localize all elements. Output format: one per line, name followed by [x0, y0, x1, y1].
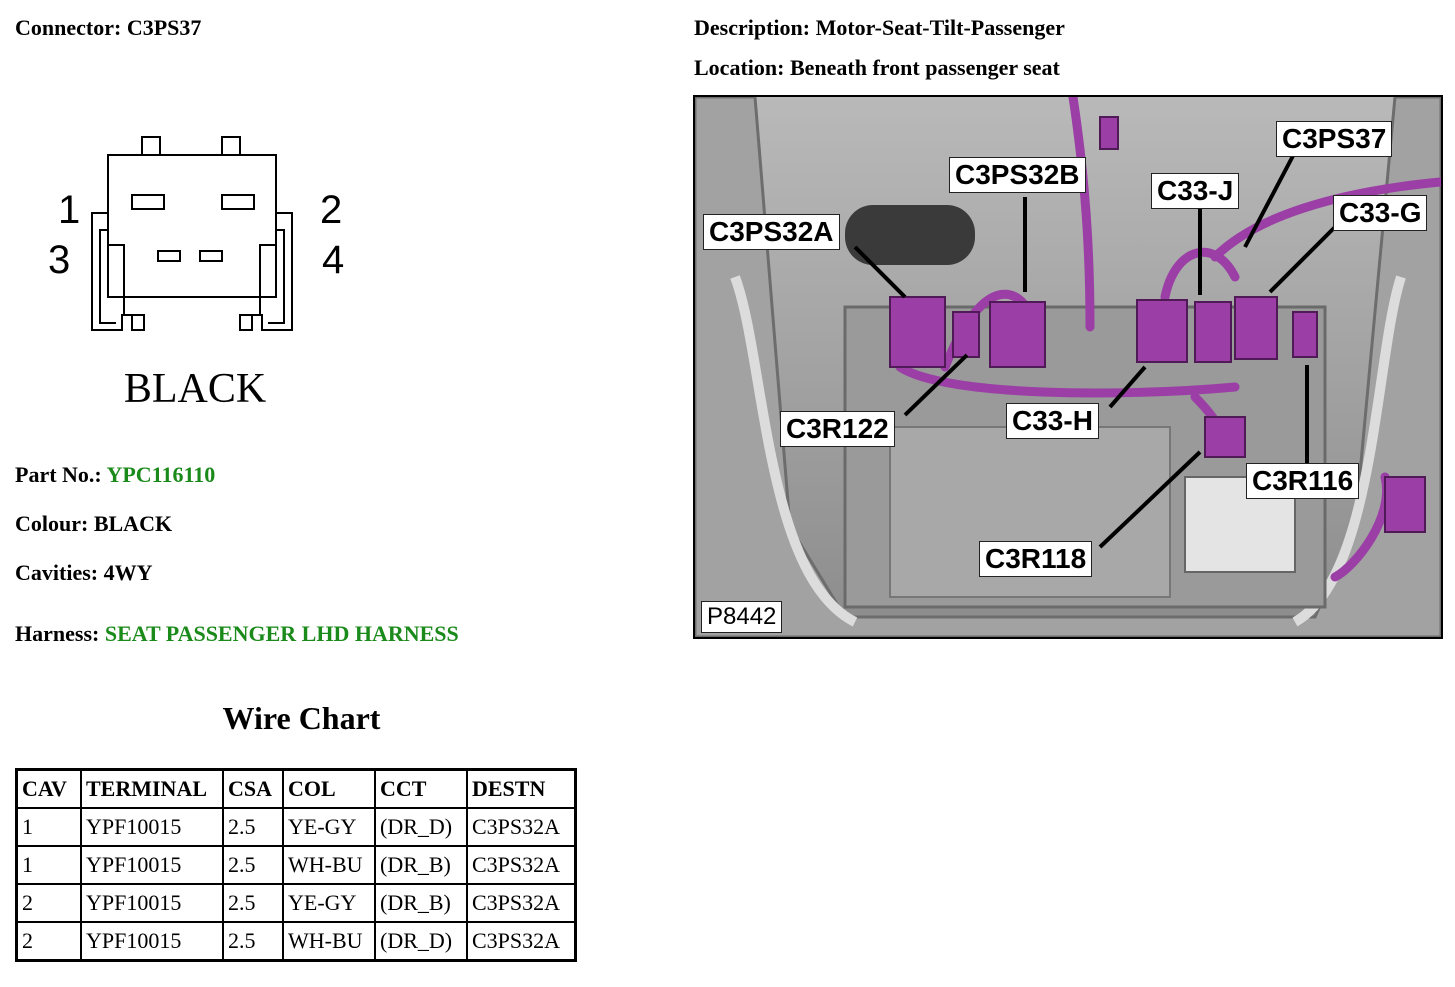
cell-destn: C3PS32A — [466, 845, 577, 885]
header-csa: CSA — [222, 768, 284, 809]
pin-label-1: 1 — [58, 188, 80, 232]
pin-label-3: 3 — [48, 238, 70, 282]
cavities-label: Cavities: — [15, 560, 99, 585]
description-label: Description: — [694, 15, 811, 40]
side-rail-right — [239, 212, 293, 331]
cell-cav: 1 — [15, 845, 82, 885]
colour-value: BLACK — [93, 511, 173, 536]
connector-face-diagram: 1 2 3 4 BLACK — [48, 136, 344, 412]
connector-label: Connector: — [15, 15, 122, 40]
connector-c33h-shape — [1136, 299, 1188, 363]
table-row: 1 YPF10015 2.5 YE-GY (DR_D) C3PS32A — [15, 807, 577, 847]
connector-c33j-shape — [1194, 301, 1232, 363]
connector-field: Connector: C3PS37 — [15, 15, 201, 41]
connector-c3r122-shape — [952, 311, 980, 358]
callout-c3ps32b: C3PS32B — [949, 157, 1086, 193]
photo-id-label: P8442 — [701, 601, 783, 633]
pin-label-4: 4 — [322, 238, 344, 282]
cell-col: YE-GY — [282, 807, 376, 847]
connector-c3r118-shape — [1204, 416, 1246, 458]
table-row: 1 YPF10015 2.5 WH-BU (DR_B) C3PS32A — [15, 845, 577, 885]
part-no-label: Part No.: — [15, 462, 102, 487]
cell-terminal: YPF10015 — [80, 845, 224, 885]
callout-c3ps37: C3PS37 — [1276, 121, 1393, 157]
cell-cct: (DR_B) — [374, 883, 468, 923]
cell-col: YE-GY — [282, 883, 376, 923]
description-value: Motor-Seat-Tilt-Passenger — [815, 15, 1065, 40]
connector-value: C3PS37 — [126, 15, 202, 40]
latch-tab-right — [221, 136, 241, 155]
cell-terminal: YPF10015 — [80, 807, 224, 847]
header-cav: CAV — [15, 768, 82, 809]
cell-cct: (DR_D) — [374, 921, 468, 962]
diagram-color-label: BLACK — [124, 366, 266, 412]
connector-c3ps37-shape — [1234, 296, 1278, 360]
wire-chart-table: CAV TERMINAL CSA COL CCT DESTN 1 YPF1001… — [15, 768, 577, 962]
cell-csa: 2.5 — [222, 921, 284, 962]
callout-c33-j: C33-J — [1151, 173, 1240, 209]
callout-c3r116: C3R116 — [1246, 463, 1360, 499]
table-row: 2 YPF10015 2.5 WH-BU (DR_D) C3PS32A — [15, 921, 577, 962]
cell-terminal: YPF10015 — [80, 921, 224, 962]
cell-csa: 2.5 — [222, 883, 284, 923]
cell-cct: (DR_B) — [374, 845, 468, 885]
terminal-slot-4 — [199, 250, 223, 262]
callout-c33-g: C33-G — [1333, 195, 1428, 231]
terminal-slot-3 — [157, 250, 181, 262]
cell-cav: 1 — [15, 807, 82, 847]
header-destn: DESTN — [466, 768, 577, 809]
cell-cct: (DR_D) — [374, 807, 468, 847]
side-rail-left — [91, 212, 145, 331]
terminal-slot-1 — [131, 194, 165, 210]
header-cct: CCT — [374, 768, 468, 809]
harness-field: Harness: SEAT PASSENGER LHD HARNESS — [15, 621, 459, 647]
connector-body — [107, 154, 277, 298]
cavities-field: Cavities: 4WY — [15, 560, 152, 586]
header-terminal: TERMINAL — [80, 768, 224, 809]
location-label: Location: — [694, 55, 785, 80]
location-field: Location: Beneath front passenger seat — [694, 55, 1060, 81]
location-photo: C3PS37 C3PS32B C33-J C3PS32A C33-G C3R12… — [693, 95, 1443, 639]
table-row: 2 YPF10015 2.5 YE-GY (DR_B) C3PS32A — [15, 883, 577, 923]
location-value: Beneath front passenger seat — [789, 55, 1060, 80]
part-no-field: Part No.: YPC116110 — [15, 462, 215, 488]
cell-col: WH-BU — [282, 845, 376, 885]
part-no-value[interactable]: YPC116110 — [106, 462, 216, 487]
cell-destn: C3PS32A — [466, 883, 577, 923]
wire-chart-title: Wire Chart — [222, 700, 381, 736]
wire-chart-header-row: CAV TERMINAL CSA COL CCT DESTN — [15, 768, 577, 809]
cell-col: WH-BU — [282, 921, 376, 962]
description-field: Description: Motor-Seat-Tilt-Passenger — [694, 15, 1065, 41]
harness-value[interactable]: SEAT PASSENGER LHD HARNESS — [104, 621, 459, 646]
cell-terminal: YPF10015 — [80, 883, 224, 923]
colour-label: Colour: — [15, 511, 89, 536]
terminal-slot-2 — [221, 194, 255, 210]
connector-c3ps32a-shape — [889, 296, 946, 368]
cell-destn: C3PS32A — [466, 807, 577, 847]
callout-c3ps32a: C3PS32A — [703, 214, 840, 250]
connector-c3ps32b-shape — [989, 301, 1046, 368]
cell-csa: 2.5 — [222, 807, 284, 847]
cell-destn: C3PS32A — [466, 921, 577, 962]
cell-cav: 2 — [15, 883, 82, 923]
callout-c3r118: C3R118 — [979, 541, 1093, 577]
harness-label: Harness: — [15, 621, 100, 646]
connector-c3r116-shape — [1292, 311, 1318, 358]
cavities-value: 4WY — [103, 560, 153, 585]
cell-csa: 2.5 — [222, 845, 284, 885]
callout-c33-h: C33-H — [1006, 403, 1099, 439]
header-col: COL — [282, 768, 376, 809]
colour-field: Colour: BLACK — [15, 511, 172, 537]
cell-cav: 2 — [15, 921, 82, 962]
pin-label-2: 2 — [320, 188, 342, 232]
callout-c3r122: C3R122 — [780, 411, 895, 447]
latch-tab-left — [141, 136, 161, 155]
